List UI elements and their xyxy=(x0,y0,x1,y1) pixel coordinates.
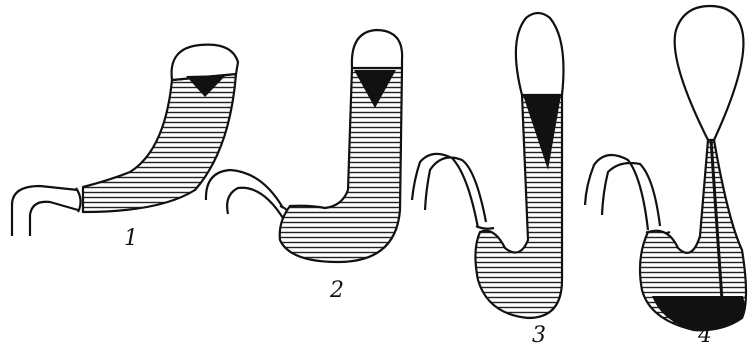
shape-label-3: 3 xyxy=(532,323,546,348)
stomach-shape-3 xyxy=(412,13,564,318)
stomach-body-2 xyxy=(280,68,402,262)
gas-cap-4 xyxy=(675,6,744,140)
stomach-shape-1 xyxy=(12,45,238,236)
shape-label-1: 1 xyxy=(124,226,138,251)
duodenum-4 xyxy=(585,155,660,230)
stomach-body-1 xyxy=(83,74,236,212)
gas-cap-3 xyxy=(516,13,564,95)
stomach-shape-4 xyxy=(585,6,746,330)
duodenum-2 xyxy=(206,170,283,218)
gas-cap-2 xyxy=(352,30,402,68)
pylorus-3 xyxy=(476,226,494,229)
duodenum-1 xyxy=(12,186,78,236)
pylorus-1 xyxy=(76,188,81,212)
gas-cap-1 xyxy=(172,45,238,80)
duodenum-3 xyxy=(412,154,486,228)
shape-label-2: 2 xyxy=(330,278,344,303)
shape-label-4: 4 xyxy=(698,323,712,348)
